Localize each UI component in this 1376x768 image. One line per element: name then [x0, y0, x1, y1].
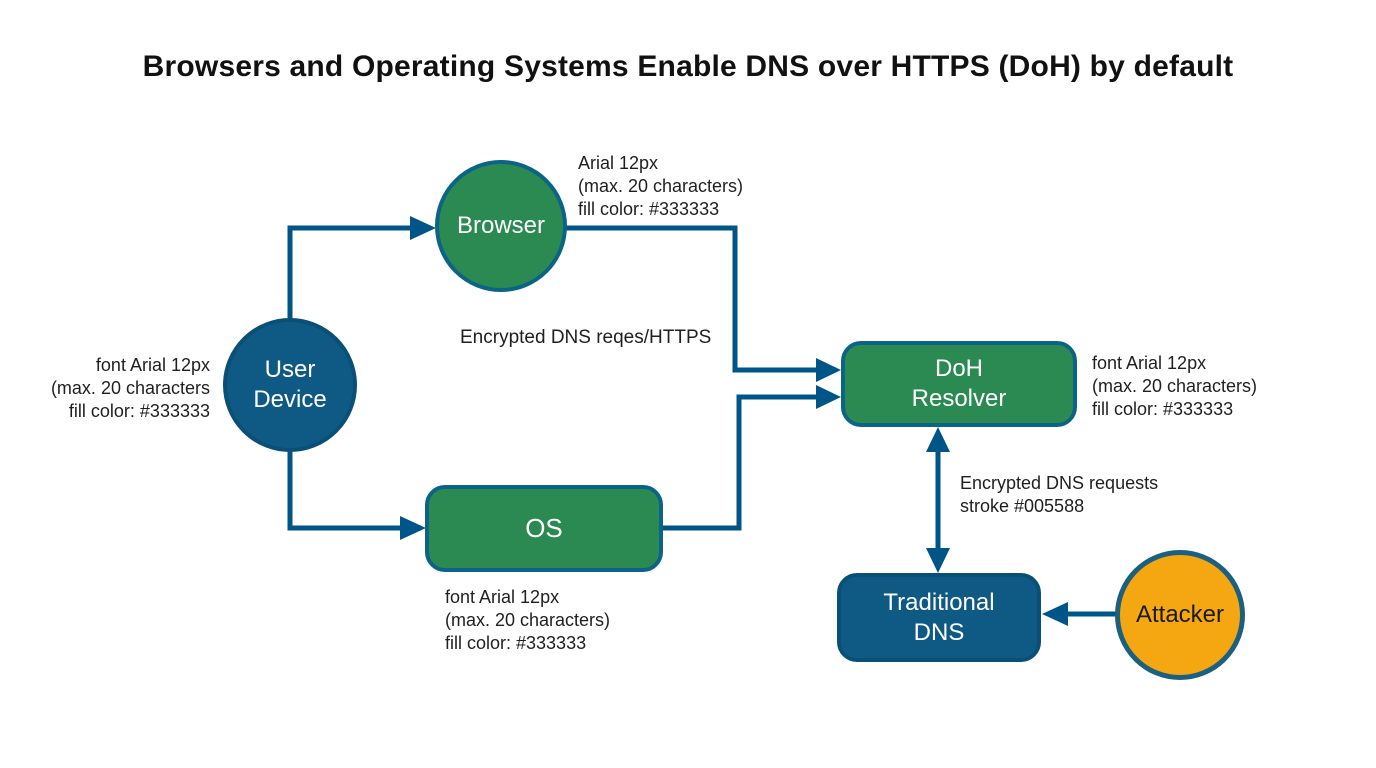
user-device-style-note: font Arial 12px (max. 20 characters fill…: [20, 354, 210, 423]
arrowhead-attacker-to-traditional-dns: [1042, 602, 1068, 626]
edge-os-to-doh-resolver: [663, 394, 818, 531]
node-doh-resolver-label-line2: Resolver: [911, 385, 1007, 412]
os-style-note-line2: (max. 20 characters): [445, 610, 611, 630]
encrypted-requests-note: Encrypted DNS requests stroke #005588: [960, 472, 1158, 518]
node-doh-resolver-label-line1: DoH: [934, 355, 983, 382]
node-browser-label: Browser: [456, 212, 546, 239]
browser-style-note-line1: Arial 12px: [578, 153, 659, 173]
node-attacker-label: Attacker: [1135, 601, 1225, 628]
node-doh-resolver: DoH Resolver: [841, 341, 1077, 427]
doh-resolver-style-note-line3: fill color: #333333: [1092, 399, 1234, 419]
node-attacker: Attacker: [1115, 550, 1245, 680]
arrowhead-doh-resolver-up: [926, 427, 950, 452]
user-device-style-note-line1: font Arial 12px: [95, 355, 210, 375]
node-user-device-label-line2: Device: [253, 386, 327, 413]
node-traditional-dns: Traditional DNS: [837, 573, 1041, 662]
doh-resolver-style-note: font Arial 12px (max. 20 characters) fil…: [1092, 352, 1257, 421]
arrowhead-traditional-dns-down: [926, 548, 950, 573]
os-style-note: font Arial 12px (max. 20 characters) fil…: [445, 586, 610, 655]
doh-resolver-style-note-line2: (max. 20 characters): [1092, 376, 1258, 396]
edge-user-device-to-browser: [287, 225, 412, 320]
browser-style-note: Arial 12px (max. 20 characters) fill col…: [578, 152, 743, 221]
node-traditional-dns-label-line2: DNS: [913, 618, 965, 646]
encrypted-requests-note-line2: stroke #005588: [960, 496, 1085, 516]
node-user-device-label-line1: User: [264, 356, 316, 383]
user-device-style-note-line3: fill color: #333333: [68, 401, 210, 421]
node-browser: Browser: [435, 160, 567, 292]
arrowhead-user-device-to-browser: [410, 216, 436, 240]
browser-style-note-line3: fill color: #333333: [578, 199, 720, 219]
arrowhead-browser-to-doh-resolver: [816, 358, 841, 382]
doh-resolver-style-note-line1: font Arial 12px: [1092, 353, 1207, 373]
os-style-note-line1: font Arial 12px: [445, 587, 560, 607]
user-device-style-note-line2: (max. 20 characters: [50, 378, 210, 398]
edge-browser-to-doh-resolver: [565, 225, 818, 373]
node-os-label: OS: [525, 513, 563, 543]
diagram-title: Browsers and Operating Systems Enable DN…: [142, 50, 1234, 83]
node-user-device: User Device: [223, 318, 357, 452]
edge-user-device-to-os: [287, 450, 402, 531]
node-traditional-dns-label-line1: Traditional: [883, 588, 995, 616]
arrowhead-user-device-to-os: [400, 516, 426, 540]
encrypted-requests-note-line1: Encrypted DNS requests: [960, 473, 1159, 493]
os-style-note-line3: fill color: #333333: [445, 633, 587, 653]
node-os: OS: [425, 485, 663, 572]
encrypted-dns-https-label: Encrypted DNS reqes/HTTPS: [460, 327, 712, 348]
arrowhead-os-to-doh-resolver: [816, 385, 841, 409]
browser-style-note-line2: (max. 20 characters): [578, 176, 744, 196]
